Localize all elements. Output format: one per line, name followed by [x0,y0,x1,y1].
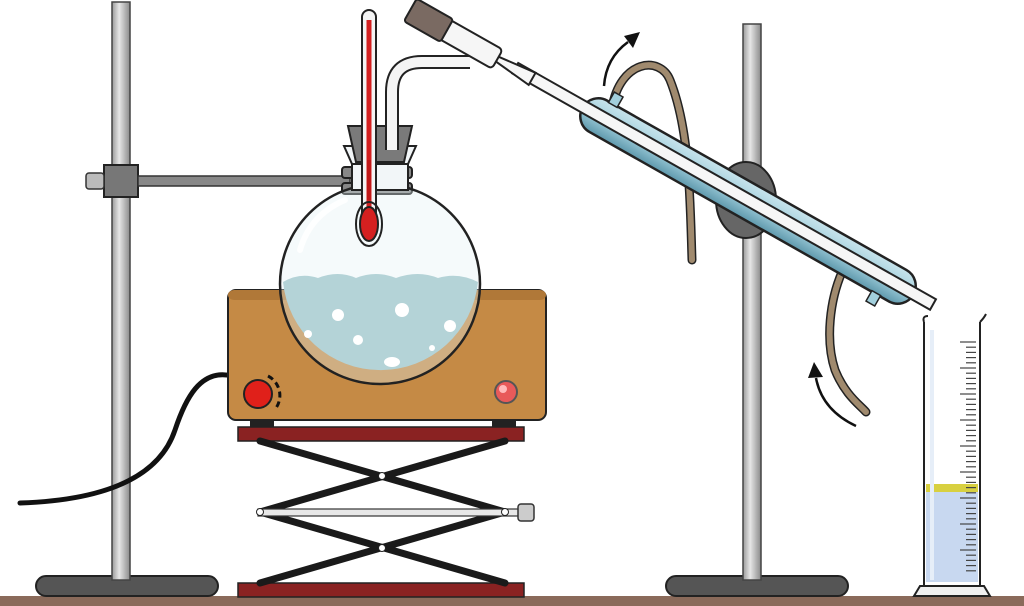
hot-plate-foot-left [250,420,274,428]
scissor-pivots [256,472,509,552]
lab-jack-screw-rod [257,508,521,517]
graduated-cylinder [912,313,992,597]
table-surface [0,596,1024,606]
condenser-outlet-nozzle [864,289,882,308]
cylinder-meniscus [926,484,978,492]
lab-jack-bottom-plate [237,582,525,598]
cylinder-distillate [926,490,978,582]
hot-plate-foot-right [492,420,516,428]
flask-liquid [283,274,478,371]
boiling-bubbles [304,303,456,367]
rubber-stopper [346,125,414,163]
left-clamp-arm [137,175,351,187]
curved-arrow-up-icon [808,362,857,428]
thermometer-bulb [359,206,379,242]
thermometer-mercury [366,20,372,220]
left-retort-stand [35,1,413,597]
cylinder-spout [922,313,987,323]
indicator-light-glint [499,385,507,393]
cylinder-foot [912,585,992,597]
condenser-inner-tube [510,61,938,312]
delivery-tube-inner [387,57,470,150]
water-outlet-hose-fill [609,62,695,263]
power-cable [17,372,235,506]
condenser-inlet-nozzle [607,91,625,109]
left-clamp-boss [103,164,139,198]
right-stand-rod [742,23,762,581]
left-stand-rod [111,1,131,581]
left-clamp-screw [85,172,105,190]
temperature-knob [243,379,273,409]
right-retort-stand [665,23,849,597]
lab-jack [237,426,535,598]
water-inlet-hose-fill [826,269,869,415]
lab-jack-top-plate [237,426,525,442]
liebig-condenser [403,0,938,312]
flask-glint [297,197,348,253]
condenser-rubber-collar [403,0,454,42]
still-head-tube [385,55,470,150]
knob-dial-marks [267,374,282,409]
lab-jack-knob [517,503,535,522]
curved-arrow-up-icon [602,32,640,87]
thermometer [355,9,383,247]
thermometer-bulb-glass [355,201,383,247]
cylinder-graduation-marks [960,341,976,572]
round-bottom-flask [278,125,482,386]
indicator-light [494,380,518,404]
